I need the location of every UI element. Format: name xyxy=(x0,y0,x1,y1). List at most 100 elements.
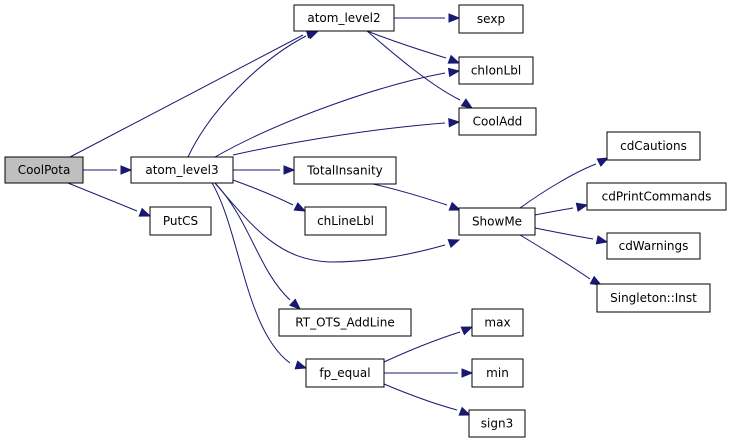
node-showme[interactable]: ShowMe xyxy=(458,207,536,236)
edge-line xyxy=(534,207,574,216)
node-box[interactable] xyxy=(458,207,536,236)
node-singleton-inst[interactable]: Singleton::Inst xyxy=(596,283,711,313)
node-sign3[interactable]: sign3 xyxy=(468,409,526,438)
node-box[interactable] xyxy=(458,107,537,136)
edges xyxy=(67,13,610,416)
edge-line xyxy=(366,30,447,59)
edge-coolpota-to-putcs xyxy=(67,182,152,217)
edge-atom_level3-to-atom_level2 xyxy=(187,30,320,158)
node-cdwarnings[interactable]: cdWarnings xyxy=(606,232,701,260)
edge-line xyxy=(69,34,304,158)
arrow-head-icon xyxy=(575,202,589,212)
node-cdcautions[interactable]: cdCautions xyxy=(606,131,701,161)
arrow-head-icon xyxy=(461,368,474,378)
arrow-head-icon xyxy=(460,98,474,109)
node-box[interactable] xyxy=(130,156,234,184)
edge-showme-to-singleton_inst xyxy=(519,234,603,286)
node-label: chLineLbl xyxy=(317,214,374,228)
node-atom-level3[interactable]: atom_level3 xyxy=(130,156,234,184)
node-box[interactable] xyxy=(293,156,397,185)
node-label: Singleton::Inst xyxy=(610,291,697,305)
arrow-head-icon xyxy=(596,157,610,167)
node-chlinelbl[interactable]: chLineLbl xyxy=(304,206,387,236)
node-box[interactable] xyxy=(471,308,524,337)
edge-line xyxy=(519,234,591,280)
arrow-head-icon xyxy=(293,202,307,212)
node-box[interactable] xyxy=(278,308,412,337)
node-box[interactable] xyxy=(606,232,701,260)
edge-line xyxy=(214,182,446,263)
arrow-head-icon xyxy=(283,165,296,175)
edge-coolpota-to-atom_level3 xyxy=(83,165,133,175)
edge-line xyxy=(232,122,446,156)
node-label: chIonLbl xyxy=(471,64,521,78)
arrow-head-icon xyxy=(448,118,461,128)
node-label: CoolAdd xyxy=(473,115,523,129)
edge-line xyxy=(519,163,597,209)
node-box[interactable] xyxy=(458,4,524,34)
edge-atom_level3-to-fp_equal xyxy=(211,182,308,370)
edge-showme-to-cdcautions xyxy=(519,157,610,209)
arrow-head-icon xyxy=(447,239,461,248)
node-sexp[interactable]: sexp xyxy=(458,4,524,34)
node-label: PutCS xyxy=(163,214,198,228)
arrow-head-icon xyxy=(460,326,474,336)
node-box[interactable] xyxy=(596,283,711,313)
edge-atom_level3-to-totalinsanity xyxy=(233,165,296,175)
node-label: max xyxy=(484,316,510,330)
node-label: fp_equal xyxy=(319,366,370,380)
node-box[interactable] xyxy=(458,56,534,85)
edge-line xyxy=(383,331,461,363)
edge-line xyxy=(187,35,307,158)
arrow-head-icon xyxy=(120,165,133,175)
node-label: atom_level3 xyxy=(145,163,218,177)
node-label: RT_OTS_AddLine xyxy=(295,316,394,330)
edge-coolpota-to-atom_level2 xyxy=(69,29,319,158)
node-box[interactable] xyxy=(606,131,701,161)
edge-line xyxy=(534,227,594,240)
node-totalinsanity[interactable]: TotalInsanity xyxy=(293,156,397,185)
node-box[interactable] xyxy=(149,206,212,236)
arrow-head-icon xyxy=(589,275,603,286)
node-max[interactable]: max xyxy=(471,308,524,337)
node-label: cdPrintCommands xyxy=(602,190,712,204)
node-box[interactable] xyxy=(293,4,395,32)
node-box[interactable] xyxy=(4,156,84,184)
node-label: sign3 xyxy=(481,417,513,431)
edge-atom_level3-to-chionlbl xyxy=(214,67,461,158)
edge-atom_level2-to-sexp xyxy=(394,13,461,23)
edge-line xyxy=(232,179,294,206)
node-label: TotalInsanity xyxy=(306,164,383,178)
arrow-head-icon xyxy=(447,67,461,78)
node-atom-level2[interactable]: atom_level2 xyxy=(293,4,395,32)
node-fp-equal[interactable]: fp_equal xyxy=(305,358,385,388)
arrow-head-icon xyxy=(448,201,462,211)
edge-fp_equal-to-min xyxy=(384,368,474,378)
edge-showme-to-cdwarnings xyxy=(534,227,609,245)
node-cooladd[interactable]: CoolAdd xyxy=(458,107,537,136)
edge-line xyxy=(214,72,446,158)
node-box[interactable] xyxy=(471,358,524,388)
node-cdprintcommands[interactable]: cdPrintCommands xyxy=(586,182,727,211)
node-label: ShowMe xyxy=(472,215,522,229)
node-coolpota[interactable]: CoolPota xyxy=(4,156,84,184)
node-box[interactable] xyxy=(468,409,526,438)
edge-line xyxy=(372,183,448,206)
edge-atom_level3-to-rt_ots_addline xyxy=(214,182,302,310)
node-rt-ots-addline[interactable]: RT_OTS_AddLine xyxy=(278,308,412,337)
node-box[interactable] xyxy=(586,182,727,211)
node-box[interactable] xyxy=(304,206,387,236)
arrow-head-icon xyxy=(447,54,461,64)
node-chionlbl[interactable]: chIonLbl xyxy=(458,56,534,85)
edge-atom_level3-to-chlinelbl xyxy=(232,179,307,212)
node-label: cdCautions xyxy=(620,139,687,153)
edge-showme-to-cdprintcommands xyxy=(534,202,589,216)
node-putcs[interactable]: PutCS xyxy=(149,206,212,236)
edge-atom_level2-to-chionlbl xyxy=(366,30,461,64)
node-min[interactable]: min xyxy=(471,358,524,388)
edge-line xyxy=(214,182,291,301)
edge-fp_equal-to-sign3 xyxy=(383,383,472,416)
node-box[interactable] xyxy=(305,358,385,388)
